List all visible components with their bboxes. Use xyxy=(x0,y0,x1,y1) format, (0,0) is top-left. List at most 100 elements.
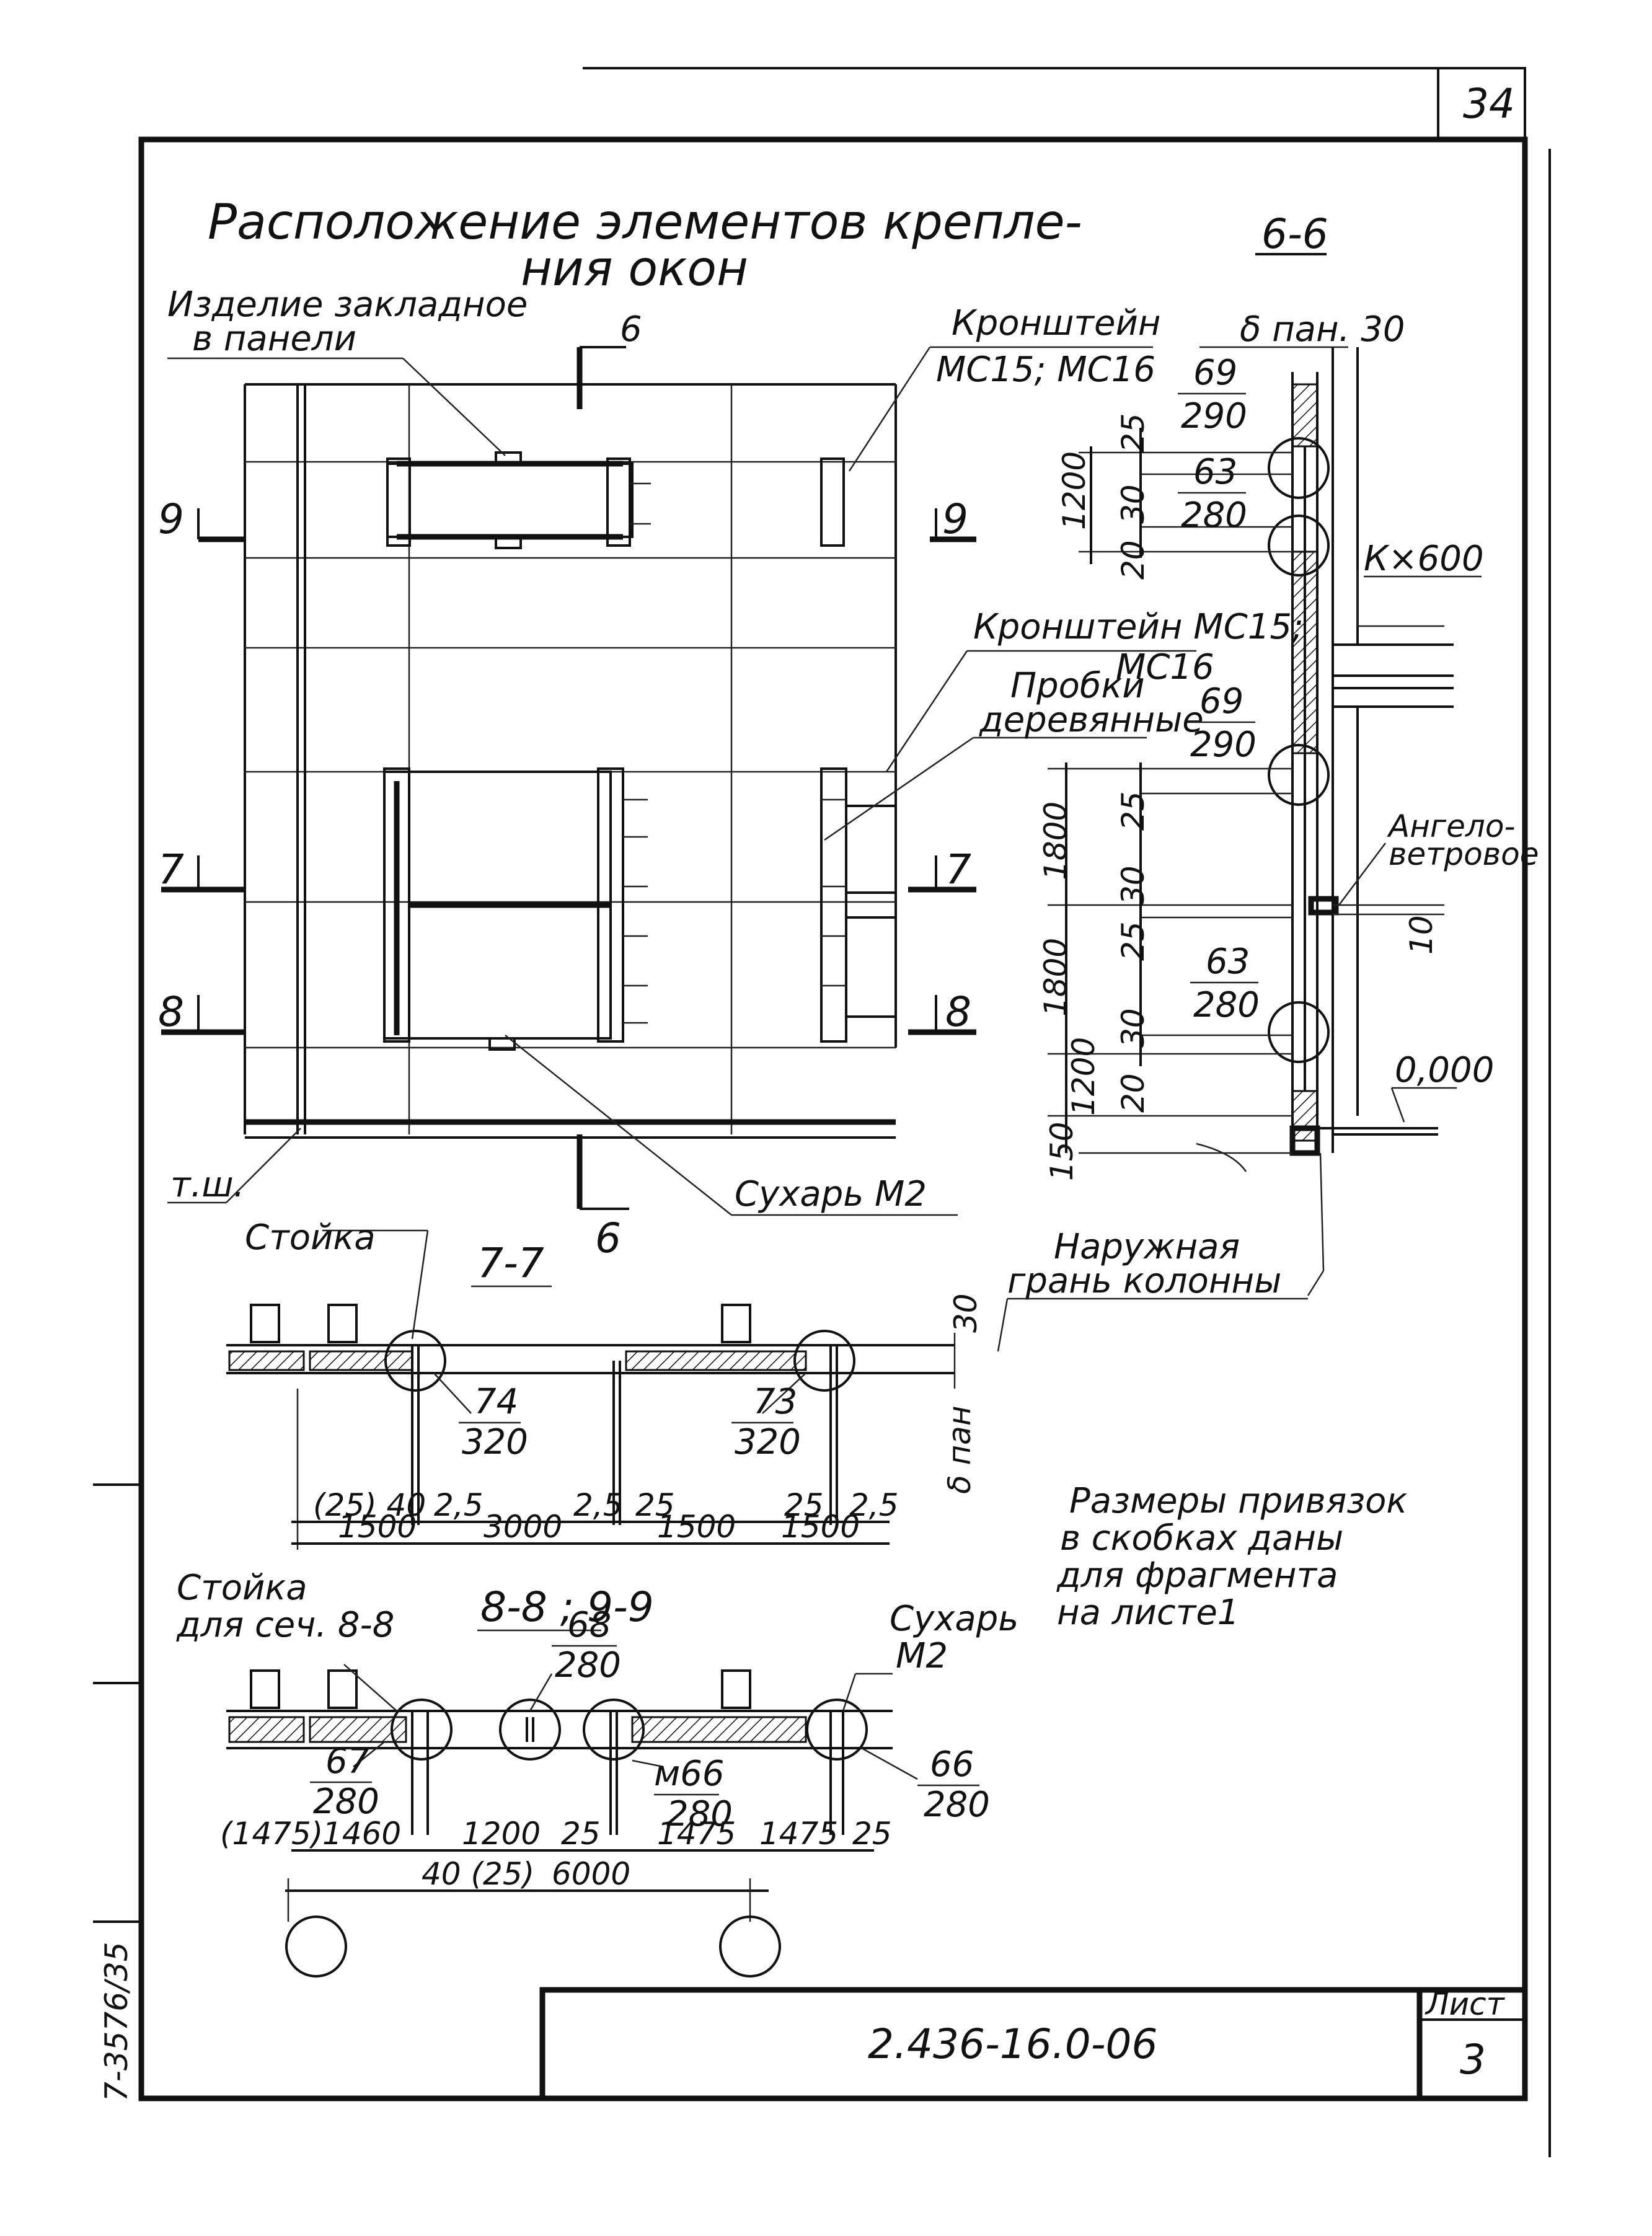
dim-7-top-5: 25 xyxy=(784,1487,824,1523)
dim-6-25a: 25 xyxy=(1115,413,1151,453)
dim-6-1800a: 1800 xyxy=(1038,802,1074,880)
outer-face-label-1: Наружная xyxy=(1054,1227,1240,1267)
dim-6-25b: 25 xyxy=(1115,791,1151,831)
cut-6-top-label: 6 xyxy=(620,309,642,350)
mark-74-bot: 320 xyxy=(462,1422,528,1462)
dim-8-top-5: 1475 xyxy=(657,1816,736,1852)
mark-63a-bot: 280 xyxy=(1181,495,1247,536)
dim-6-30b: 30 xyxy=(1115,865,1151,905)
ankle-label-1: Ангело- xyxy=(1387,808,1516,844)
embed-label-1: Изделие закладное xyxy=(167,285,528,325)
dim-8-top-1: (1475) xyxy=(220,1816,323,1852)
dim-6-1800b: 1800 xyxy=(1038,938,1074,1017)
page-number: 34 xyxy=(1463,80,1515,128)
section-8-9-title: 8-8 ; 9-9 xyxy=(480,1583,654,1631)
dim-8-top-3: 1200 xyxy=(462,1816,541,1852)
dim-7-bot-2: 3000 xyxy=(484,1509,562,1545)
mark-69a-top: 69 xyxy=(1193,353,1237,393)
section-6-6-title: 6-6 xyxy=(1261,210,1328,258)
cut-6-bottom-label: 6 xyxy=(595,1214,621,1262)
sheet-frame xyxy=(93,67,1551,2157)
cracker-8-1: Сухарь xyxy=(890,1599,1018,1639)
mark-m66-top: м66 xyxy=(654,1754,725,1794)
mark-68-bot: 280 xyxy=(555,1645,621,1686)
plugs-label-2: деревянные xyxy=(979,700,1204,740)
embed-label-2: в панели xyxy=(192,319,356,359)
section-6-6 xyxy=(1048,253,1482,1296)
dim-6-30a: 30 xyxy=(1115,484,1151,524)
mark-67-bot: 280 xyxy=(313,1782,379,1822)
outer-face-label-2: грань колонны xyxy=(1007,1261,1281,1301)
note-line-3: для фрагмента xyxy=(1056,1555,1338,1596)
mark-73-bot: 320 xyxy=(735,1422,801,1462)
window-elevation xyxy=(161,346,1196,1216)
note-line-2: в скобках даны xyxy=(1060,1518,1343,1558)
dim-6-1200a: 1200 xyxy=(1056,451,1092,530)
mark-73-top: 73 xyxy=(753,1382,797,1422)
post-label-7: Стойка xyxy=(245,1217,376,1258)
kx600-label: К×600 xyxy=(1364,539,1484,579)
note-line-1: Размеры привязок xyxy=(1069,1481,1407,1521)
panel-thickness-label: δ пан. 30 xyxy=(1240,309,1405,350)
dim-7-bot-3: 1500 xyxy=(657,1509,736,1545)
cut-8-right-label: 8 xyxy=(945,988,971,1036)
mark-68-top: 68 xyxy=(567,1605,611,1645)
cut-9-right-label: 9 xyxy=(942,495,968,543)
sheet-label: Лист xyxy=(1425,1986,1506,2022)
dim-7-top-3: 2,5 xyxy=(573,1487,623,1523)
level-zero: 0,000 xyxy=(1395,1050,1494,1090)
section-7-7-title: 7-7 xyxy=(477,1239,544,1287)
dim-7-top-6: 2,5 xyxy=(849,1487,899,1523)
post-label-8-1: Стойка xyxy=(177,1568,307,1608)
mark-63a-top: 63 xyxy=(1193,452,1237,492)
cracker-8-2: М2 xyxy=(896,1636,948,1676)
mark-66-top: 66 xyxy=(930,1744,974,1785)
ankle-label-2: ветровое xyxy=(1389,836,1539,872)
dim-7-30: 30 xyxy=(948,1293,984,1333)
dim-8-bot-2: 6000 xyxy=(552,1856,630,1892)
mark-63b-bot: 280 xyxy=(1193,985,1260,1025)
bracket2-label-1: Кронштейн МС15; xyxy=(973,607,1304,647)
dim-8-bot-1: 40 (25) xyxy=(422,1856,534,1892)
tsh-label: т.ш. xyxy=(170,1165,244,1205)
dim-6-1200b: 1200 xyxy=(1066,1037,1102,1116)
dim-7-top-2: 2,5 xyxy=(434,1487,484,1523)
cut-7-right-label: 7 xyxy=(945,846,971,893)
mark-63b-top: 63 xyxy=(1206,942,1250,982)
cut-8-left-label: 8 xyxy=(158,988,184,1036)
mark-69b-bot: 290 xyxy=(1190,725,1257,765)
bracket-label-2: МС15; МС16 xyxy=(936,350,1155,390)
doc-code: 2.436-16.0-06 xyxy=(868,2020,1158,2068)
cut-9-left-label: 9 xyxy=(158,495,184,543)
mark-69b-top: 69 xyxy=(1199,681,1243,722)
cracker-label: Сухарь М2 xyxy=(735,1174,927,1214)
sheet-number: 3 xyxy=(1460,2036,1486,2084)
dim-7-top-4: 25 xyxy=(635,1487,675,1523)
dim-8-top-6: 1475 xyxy=(759,1816,838,1852)
dim-7-bot-4: 1500 xyxy=(781,1509,860,1545)
post-label-8-2: для сеч. 8-8 xyxy=(176,1605,394,1645)
dim-10: 10 xyxy=(1403,915,1439,955)
mark-67-top: 67 xyxy=(325,1741,370,1782)
dim-6-20a: 20 xyxy=(1115,540,1151,580)
dim-6-25c: 25 xyxy=(1115,921,1151,961)
note-line-4: на листе1 xyxy=(1057,1593,1239,1633)
section-7-7 xyxy=(226,1229,956,1550)
drawing-title-line2: ния окон xyxy=(521,241,748,297)
dim-6-150: 150 xyxy=(1044,1122,1080,1181)
panel-label-7: δ пан xyxy=(942,1405,978,1494)
dim-8-top-4: 25 xyxy=(561,1816,601,1852)
dim-7-bot-1: 1500 xyxy=(338,1509,417,1545)
cut-7-left-label: 7 xyxy=(158,846,184,893)
dim-8-top-2: 1460 xyxy=(322,1816,401,1852)
dim-6-20b: 20 xyxy=(1115,1073,1151,1113)
mark-74-top: 74 xyxy=(474,1382,518,1422)
dim-8-top-7: 25 xyxy=(852,1816,892,1852)
mark-m66-bot: 280 xyxy=(666,1794,733,1834)
bracket-label-1: Кронштейн xyxy=(952,303,1161,343)
mark-69a-bot: 290 xyxy=(1181,396,1247,436)
dim-7-top-1: (25) 40 xyxy=(313,1487,426,1523)
bracket2-label-2: МС16 xyxy=(1116,647,1214,687)
mark-66-bot: 280 xyxy=(924,1785,990,1825)
